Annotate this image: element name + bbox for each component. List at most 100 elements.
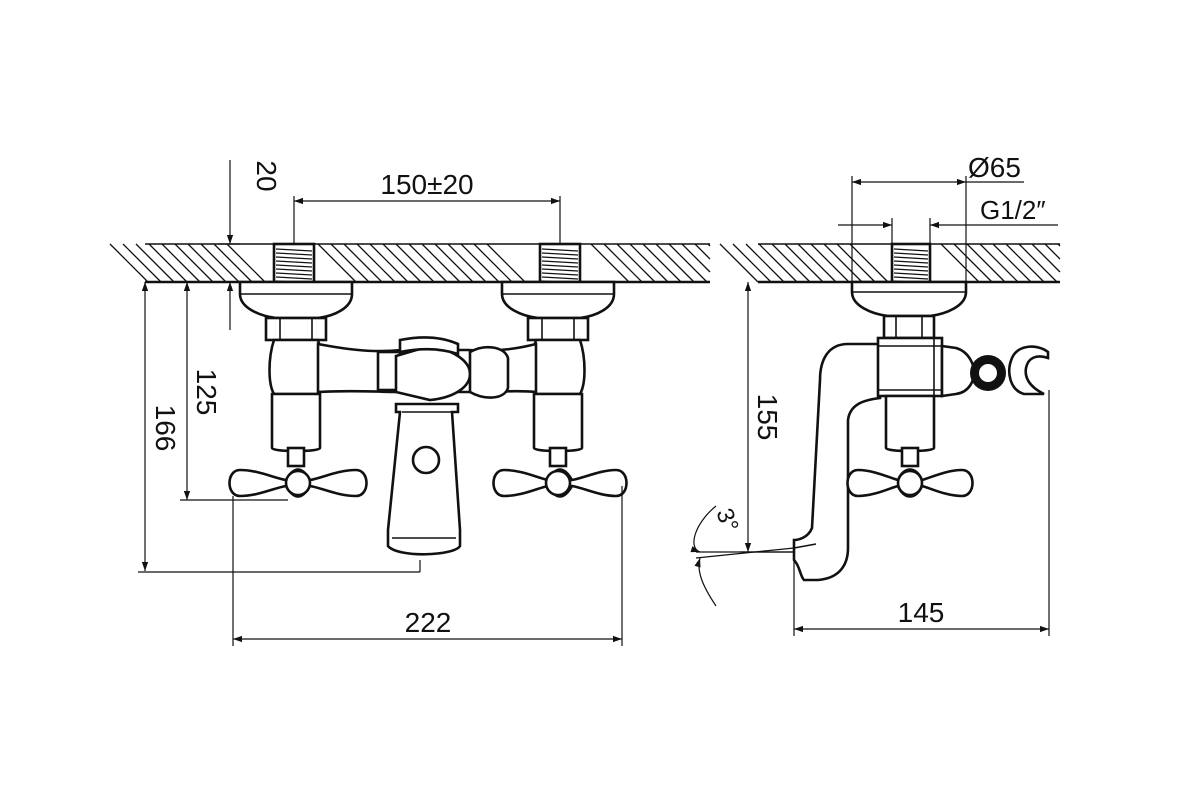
thread-line — [275, 248, 313, 252]
dim-label-escutcheon-diameter: Ø65 — [968, 152, 1021, 183]
hatch-line — [940, 243, 980, 283]
hatch-line — [953, 243, 993, 283]
hatch-line — [784, 243, 824, 283]
side-view: Ø65 G1/2″ 155 145 — [690, 152, 1061, 636]
hatch-line — [823, 243, 863, 283]
hatch-line — [979, 243, 1019, 283]
hatch-line — [395, 243, 435, 283]
thread-line — [893, 276, 929, 280]
hatch-line — [330, 243, 370, 283]
hatch-line — [694, 243, 711, 260]
hatch-line — [460, 243, 500, 283]
thread-line — [275, 272, 313, 276]
hatch-line — [616, 243, 656, 283]
diverter-holder — [468, 345, 510, 399]
front-view: 20 150±20 125 166 222 — [109, 160, 711, 646]
thread-line — [893, 272, 929, 276]
dim-label-total-width: 222 — [405, 607, 452, 638]
dim-wall-offset: 20 — [218, 160, 282, 330]
hatch-line — [434, 243, 474, 283]
hatch-line — [797, 243, 837, 283]
hatch-line — [421, 243, 461, 283]
right-valve-body — [492, 280, 628, 498]
thread-line — [893, 252, 929, 256]
thread-nipple-side — [890, 242, 932, 284]
dim-side-height: 155 — [740, 282, 794, 553]
hatch-line — [707, 243, 711, 247]
dim-handle-height: 125 — [180, 282, 288, 501]
left-handle-cap — [284, 469, 312, 497]
hatch-line — [745, 243, 785, 283]
left-valve-body — [228, 280, 368, 498]
hatch-line — [629, 243, 669, 283]
left-valve-body-shape — [268, 338, 324, 396]
holder-ring-inner — [979, 364, 997, 382]
thread-line — [893, 248, 929, 252]
thread-line — [275, 264, 313, 268]
hatch-line — [382, 243, 422, 283]
hatch-line — [408, 243, 448, 283]
hatch-line — [187, 243, 227, 283]
side-holder-arm — [940, 344, 976, 398]
left-hex-nut — [264, 316, 328, 342]
hatch-line — [356, 243, 396, 283]
hatch-line — [226, 243, 266, 283]
hatch-line — [447, 243, 487, 283]
dim-label-side-height: 155 — [752, 394, 783, 441]
thread-nipple-left — [272, 242, 316, 284]
hatch-line — [213, 243, 253, 283]
hatch-line — [1031, 243, 1061, 273]
wall-hatching-side — [719, 243, 1061, 284]
hatch-line — [200, 243, 240, 283]
hatch-line — [148, 243, 188, 283]
hatch-line — [161, 243, 201, 283]
dim-label-spout-angle: 3° — [710, 505, 743, 536]
dim-label-inlet-spacing: 150±20 — [380, 169, 473, 200]
dim-escutcheon-diameter: Ø65 — [851, 152, 1024, 282]
dim-spout-height: 166 — [138, 282, 421, 573]
thread-line — [541, 248, 579, 252]
dim-label-connection-thread: G1/2″ — [980, 195, 1046, 225]
hatch-lines-side — [719, 243, 1061, 283]
right-escutcheon — [500, 280, 616, 320]
left-bonnet — [270, 392, 322, 453]
hatch-line — [122, 243, 162, 283]
thread-line — [541, 256, 579, 260]
hatch-line — [109, 243, 149, 283]
hatch-line — [681, 243, 711, 273]
dim-label-wall-offset: 20 — [251, 160, 282, 191]
thread-line — [893, 260, 929, 264]
spout-connector-dot — [411, 445, 441, 475]
hatch-line — [473, 243, 513, 283]
hatch-line — [642, 243, 682, 283]
thread-line — [893, 268, 929, 272]
thread-line — [893, 264, 929, 268]
hatch-line — [758, 243, 798, 283]
right-valve-body-shape — [530, 338, 586, 396]
dim-total-width: 222 — [232, 486, 623, 646]
hatch-line — [1057, 243, 1061, 247]
holder-clip — [1008, 345, 1050, 396]
thread-line — [275, 252, 313, 256]
thread-line — [541, 272, 579, 276]
hatch-lines-front — [109, 243, 711, 283]
thread-line — [541, 260, 579, 264]
mixer-bar — [316, 336, 538, 402]
right-hex-nut — [526, 316, 590, 342]
hatch-line — [836, 243, 876, 283]
dim-projection: 145 — [793, 390, 1050, 636]
hatch-line — [135, 243, 175, 283]
hatch-line — [810, 243, 850, 283]
left-escutcheon — [238, 280, 354, 320]
right-bonnet — [532, 392, 584, 453]
side-handle-cap — [896, 469, 924, 497]
dim-label-projection: 145 — [898, 597, 945, 628]
hatch-line — [486, 243, 526, 283]
hatch-line — [369, 243, 409, 283]
front-spout — [386, 402, 462, 556]
thread-line — [541, 276, 579, 280]
side-spout — [792, 342, 882, 582]
shower-holder — [970, 345, 1050, 396]
dim-connection-thread: G1/2″ — [838, 195, 1058, 244]
